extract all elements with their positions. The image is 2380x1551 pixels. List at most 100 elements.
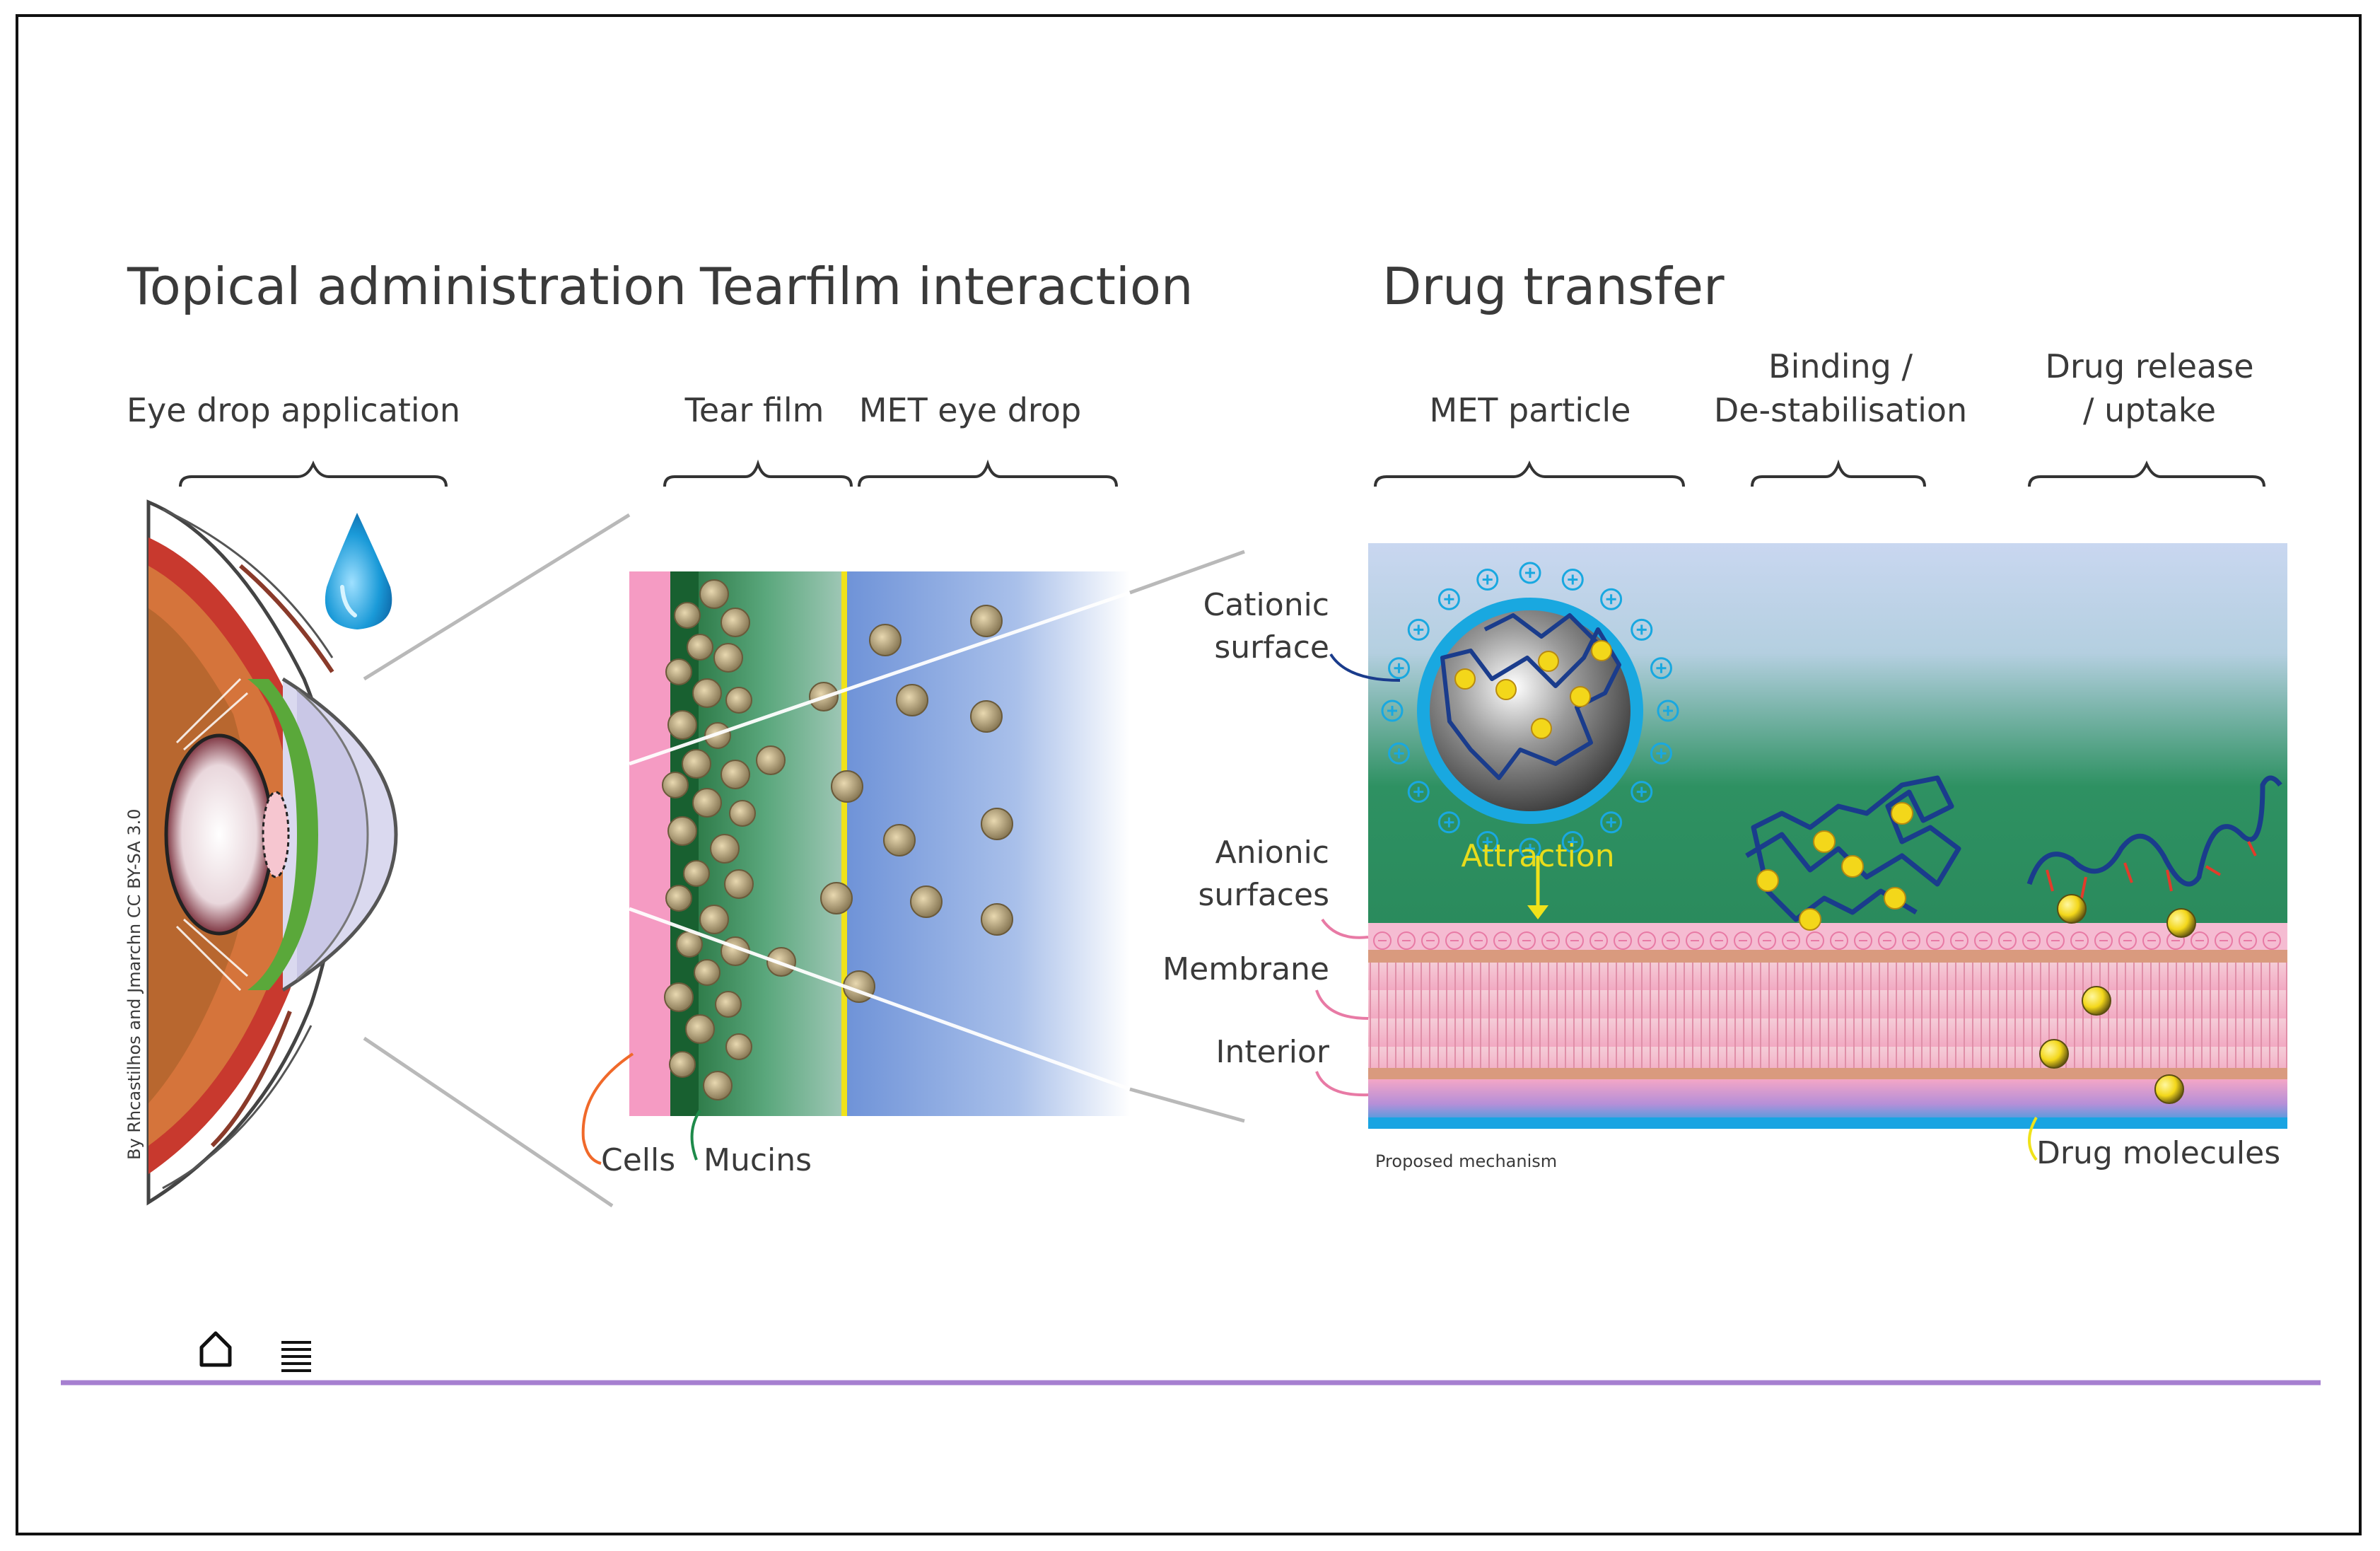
sub-met-particle: MET particle — [1430, 391, 1631, 429]
minus-charge — [1926, 931, 1944, 950]
sub-release-2: / uptake — [2083, 391, 2216, 429]
plus-charge — [1381, 699, 1404, 722]
zoom-lines-3 — [1129, 550, 1245, 1123]
minus-charge — [1854, 931, 1872, 950]
minus-charge — [1638, 931, 1656, 950]
minus-charge — [2191, 931, 2209, 950]
sub-met-eye-drop: MET eye drop — [859, 391, 1081, 429]
mucin-particles — [662, 579, 839, 1100]
label-drug-molecules: Drug molecules — [2036, 1135, 2280, 1171]
pointer-mucins — [690, 1109, 701, 1161]
pointer-interior — [1315, 1071, 1369, 1097]
pointer-cells — [581, 1052, 634, 1165]
minus-charge — [1517, 931, 1536, 950]
minus-charge — [1493, 931, 1512, 950]
minus-charge — [2118, 931, 2137, 950]
minus-charge — [1806, 931, 1824, 950]
plus-charge — [1437, 588, 1460, 610]
pointer-cationic — [1329, 653, 1401, 682]
title-topical: Topical administration — [127, 257, 687, 316]
label-cationic-1: Cationic — [1203, 587, 1329, 623]
minus-charge — [1614, 931, 1632, 950]
minus-charge — [2046, 931, 2065, 950]
minus-charge — [1710, 931, 1728, 950]
minus-charge — [1686, 931, 1704, 950]
plus-charge — [1561, 830, 1584, 853]
label-mucins: Mucins — [704, 1142, 812, 1178]
plus-charge — [1519, 562, 1541, 584]
label-cationic-2: surface — [1214, 629, 1329, 666]
minus-charge — [2070, 931, 2089, 950]
pointer-drug — [2028, 1117, 2038, 1161]
minus-charge — [1998, 931, 2017, 950]
minus-charge — [1469, 931, 1488, 950]
sub-tear-film: Tear film — [684, 391, 824, 429]
plus-charge — [1407, 618, 1430, 641]
plus-charge — [1437, 811, 1460, 834]
image-credit: By Rhcastilhos and Jmarchn CC BY-SA 3.0 — [124, 808, 144, 1160]
met-particle-sphere — [1417, 598, 1643, 824]
plus-charge — [1561, 569, 1584, 591]
plus-charge — [1388, 657, 1411, 680]
minus-charge — [1541, 931, 1560, 950]
water-drop-icon — [325, 513, 392, 629]
plus-charge — [1631, 618, 1653, 641]
label-anionic-1: Anionic — [1215, 835, 1329, 871]
plus-charge — [1657, 699, 1679, 722]
section-braces — [179, 459, 2265, 487]
title-tearfilm: Tearfilm interaction — [699, 257, 1194, 316]
title-transfer: Drug transfer — [1382, 257, 1725, 316]
minus-charge — [1758, 931, 1776, 950]
plus-charge — [1388, 742, 1411, 765]
label-attraction: Attraction — [1461, 838, 1614, 874]
zoom-lines-2 — [629, 591, 1131, 1091]
plus-charge — [1600, 811, 1623, 834]
plus-charge — [1476, 830, 1499, 853]
minus-charge — [1950, 931, 1968, 950]
label-cells: Cells — [601, 1142, 675, 1178]
release-polymer — [2026, 775, 2282, 899]
eye-cross-section — [146, 499, 398, 1206]
minus-charge — [1734, 931, 1752, 950]
minus-charge — [1830, 931, 1848, 950]
minus-charge — [2263, 931, 2281, 950]
minus-charge — [2022, 931, 2041, 950]
minus-charge — [1565, 931, 1584, 950]
minus-charge — [1878, 931, 1896, 950]
minus-charge — [2142, 931, 2161, 950]
pointer-anionic — [1321, 918, 1369, 939]
sub-eye-drop: Eye drop application — [127, 391, 460, 429]
label-membrane: Membrane — [1162, 951, 1329, 987]
minus-charge — [1902, 931, 1920, 950]
minus-charge — [2215, 931, 2233, 950]
met-particles — [820, 605, 1013, 1003]
plus-charge — [1600, 588, 1623, 610]
menu-icon[interactable] — [281, 1341, 311, 1372]
attraction-arrow — [1527, 856, 1548, 919]
drug-molecules — [2039, 894, 2196, 1104]
zoom-lines-1 — [363, 513, 631, 1208]
minus-charge — [1662, 931, 1680, 950]
binding-polymer — [1745, 775, 1961, 931]
minus-charge — [1397, 931, 1416, 950]
label-anionic-2: surfaces — [1198, 877, 1329, 913]
minus-charge — [1421, 931, 1440, 950]
plus-charge — [1650, 742, 1672, 765]
minus-charge — [1782, 931, 1800, 950]
minus-charge — [2239, 931, 2257, 950]
plus-charge — [1476, 569, 1499, 591]
plus-charge — [1407, 781, 1430, 803]
label-proposed: Proposed mechanism — [1375, 1151, 1557, 1171]
home-icon[interactable] — [199, 1331, 232, 1367]
sub-binding-2: De-stabilisation — [1714, 391, 1967, 429]
minus-charge — [2094, 931, 2113, 950]
minus-charge — [1589, 931, 1608, 950]
minus-charge — [1974, 931, 1993, 950]
plus-charge — [1519, 837, 1541, 860]
label-interior: Interior — [1215, 1034, 1329, 1070]
plus-charge — [1650, 657, 1672, 680]
pointer-membrane — [1315, 989, 1369, 1020]
sub-binding-1: Binding / — [1768, 347, 1913, 385]
anionic-charges — [1373, 931, 2281, 950]
